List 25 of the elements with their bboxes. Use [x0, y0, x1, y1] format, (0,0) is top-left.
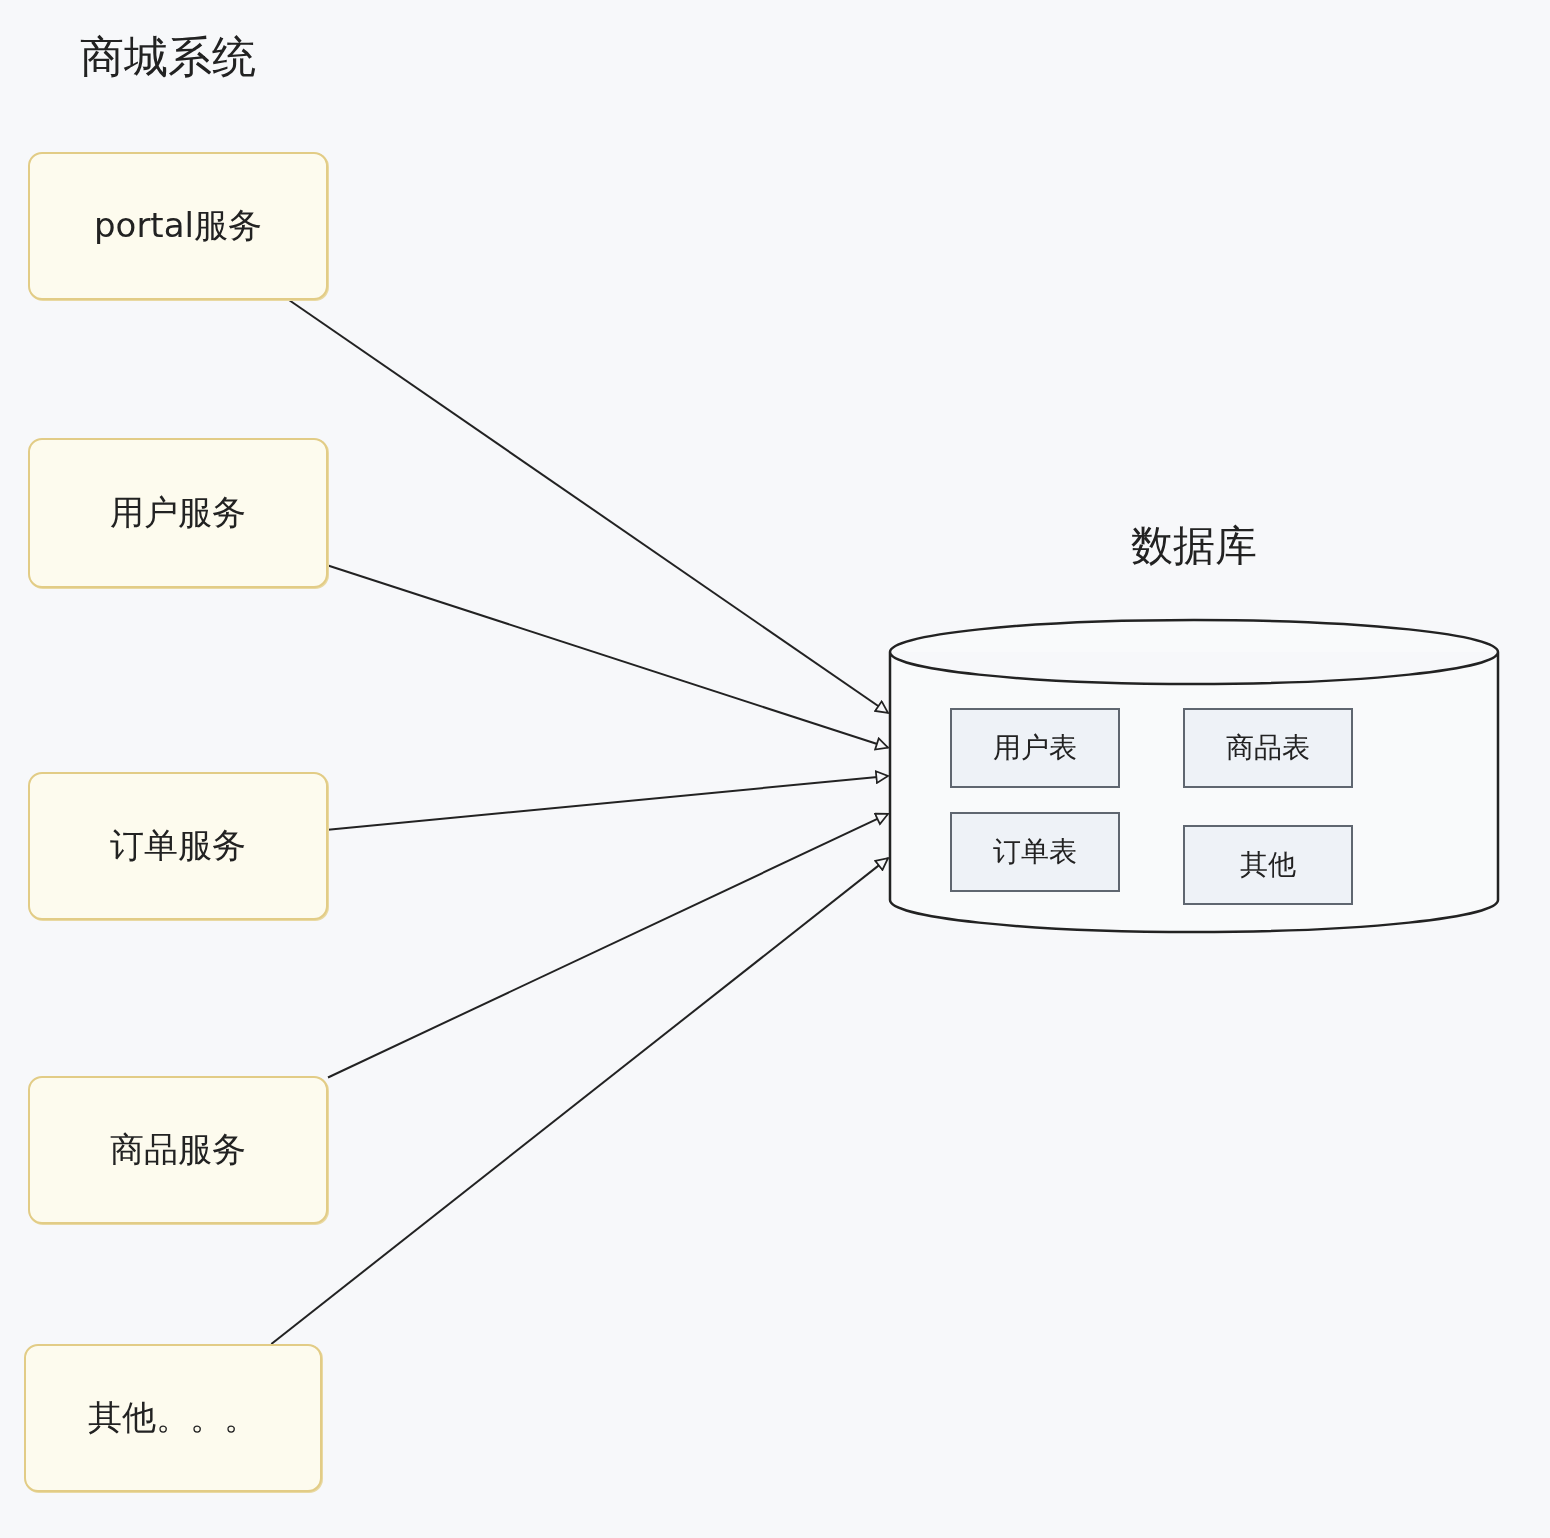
service-box: [28, 772, 328, 920]
service-label: 商品服务: [110, 1128, 246, 1171]
arrow: [270, 857, 889, 1345]
service-box: [28, 1076, 328, 1224]
service-box: [28, 152, 328, 300]
service-box: [24, 1344, 322, 1492]
table-box: [950, 708, 1120, 788]
table-box: [950, 812, 1120, 892]
table-label: 用户表: [993, 730, 1077, 766]
table-label: 订单表: [993, 834, 1077, 870]
service-label: 订单服务: [110, 824, 246, 867]
arrow: [288, 299, 889, 714]
diagram-title: 商城系统: [80, 30, 256, 84]
arrow: [327, 770, 889, 831]
table-label: 商品表: [1226, 730, 1310, 766]
table-label: 其他: [1240, 847, 1296, 883]
service-label: 其他。。。: [88, 1396, 258, 1439]
database-heading: 数据库: [1130, 520, 1258, 572]
service-label: 用户服务: [110, 491, 246, 534]
arrow: [327, 564, 889, 751]
table-box: [1183, 825, 1353, 905]
arrow: [327, 812, 889, 1079]
table-box: [1183, 708, 1353, 788]
service-box: [28, 438, 328, 588]
service-label: portal服务: [94, 204, 262, 247]
